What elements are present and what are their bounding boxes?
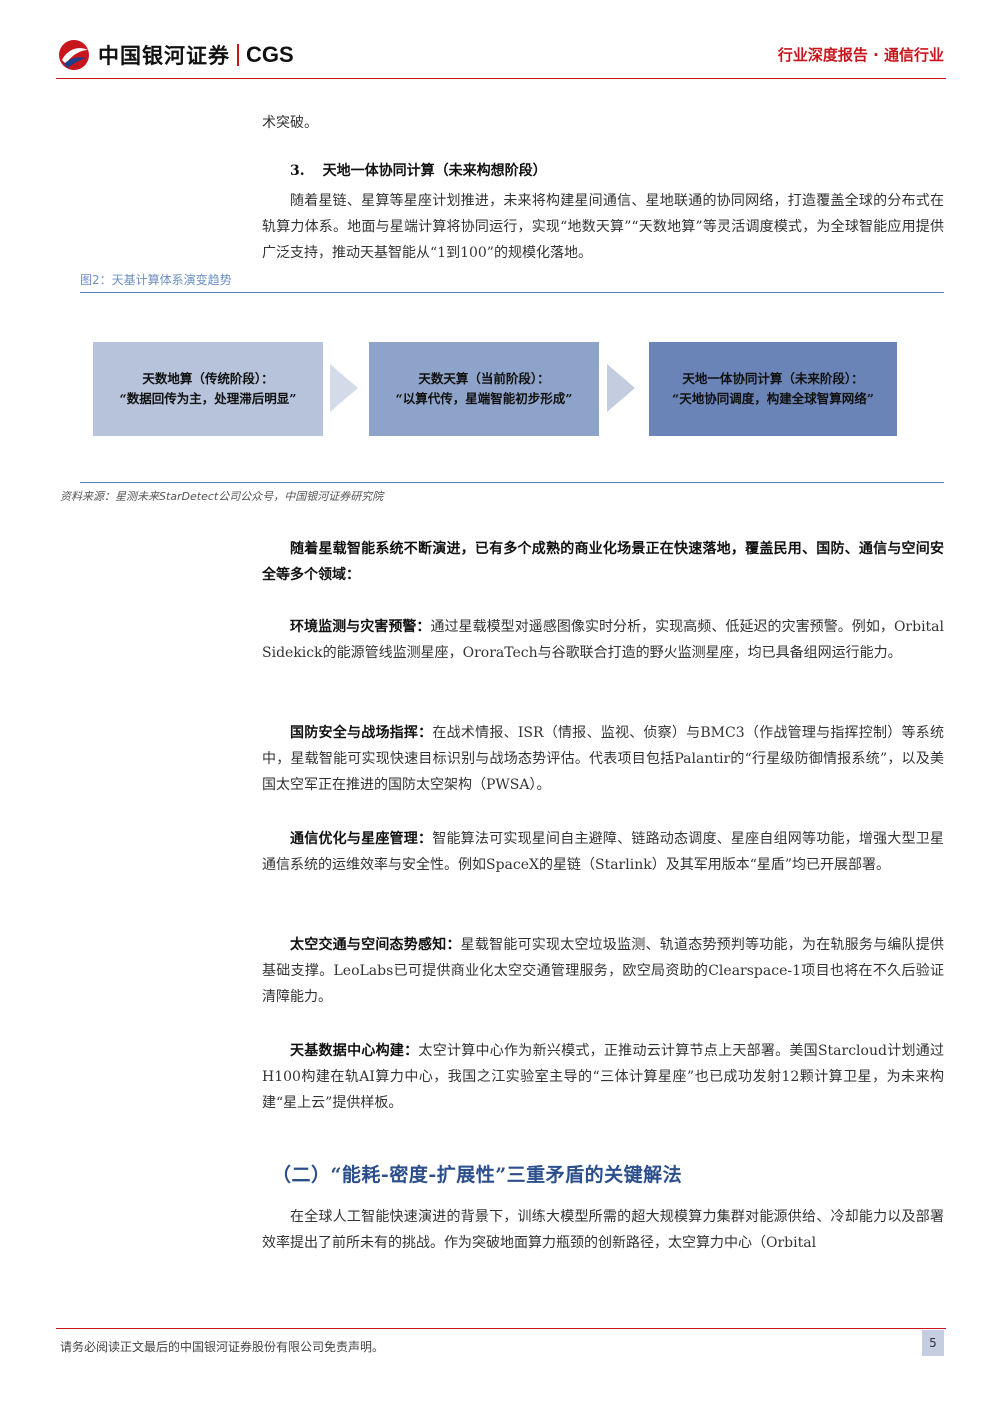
- stage-2-label: 天数天算（当前阶段）：: [418, 371, 550, 386]
- figure-top-rule: [80, 292, 944, 293]
- stage-2-desc: “以算代传，星端智能初步形成”: [395, 391, 573, 406]
- footer-disclaimer: 请务必阅读正文最后的中国银河证券股份有限公司免责声明。: [60, 1340, 385, 1354]
- brand-logo: 中国银河证券 CGS: [56, 38, 294, 72]
- item-text: 智能算法可实现星间自主避障、链路动态调度、星座自组网等功能，增强大型卫星通信系统…: [262, 831, 945, 873]
- item-text: 星载智能可实现太空垃圾监测、轨道态势预判等功能，为在轨服务与编队提供基础支撑。L…: [262, 937, 945, 1005]
- header-divider: [56, 78, 946, 79]
- stage-1-label: 天数地算（传统阶段）：: [142, 371, 274, 386]
- body-intro: 随着星载智能系统不断演进，已有多个成熟的商业化场景正在快速落地，覆盖民用、国防、…: [262, 541, 944, 583]
- page-number: 5: [922, 1330, 944, 1356]
- section-3-paragraph: 随着星链、星算等星座计划推进，未来将构建星间通信、星地联通的协同网络，打造覆盖全…: [262, 193, 944, 261]
- item-text: 太空计算中心作为新兴模式，正推动云计算节点上天部署。美国Starcloud计划通…: [262, 1043, 944, 1111]
- paragraph-continuation: 术突破。: [262, 115, 318, 131]
- body-item-environment: 环境监测与灾害预警：通过星载模型对遥感图像实时分析，实现高频、低延迟的灾害预警。…: [262, 614, 944, 666]
- body-item-space-traffic: 太空交通与空间态势感知：星载智能可实现太空垃圾监测、轨道态势预判等功能，为在轨服…: [262, 932, 944, 1010]
- section-3-title: 天地一体协同计算（未来构想阶段）: [322, 163, 547, 179]
- brand-name-en: CGS: [246, 42, 294, 67]
- body-item-data-center: 天基数据中心构建：太空计算中心作为新兴模式，正推动云计算节点上天部署。美国Sta…: [262, 1038, 944, 1116]
- figure-title: 图2：天基计算体系演变趋势: [80, 273, 232, 287]
- arrow-right-icon: [330, 364, 358, 412]
- brand-name-cn: 中国银河证券: [98, 44, 230, 68]
- body-item-communication: 通信优化与星座管理：智能算法可实现星间自主避障、链路动态调度、星座自组网等功能，…: [262, 826, 944, 878]
- body-item-defense: 国防安全与战场指挥：在战术情报、ISR（情报、监视、侦察）与BMC3（作战管理与…: [262, 720, 944, 798]
- report-type: 行业深度报告 · 通信行业: [777, 46, 944, 64]
- item-text: 通过星载模型对遥感图像实时分析，实现高频、低延迟的灾害预警。例如，Orbital…: [262, 619, 944, 661]
- item-text: 在战术情报、ISR（情报、监视、侦察）与BMC3（作战管理与指挥控制）等系统中，…: [262, 725, 944, 793]
- item-title: 通信优化与星座管理：: [290, 831, 433, 847]
- brand-separator: [237, 44, 239, 66]
- stage-1-desc: “数据回传为主，处理滞后明显”: [119, 391, 297, 406]
- figure-source: 资料来源：星测未来StarDetect公司公众号，中国银河证券研究院: [60, 490, 384, 503]
- subsection-paragraph: 在全球人工智能快速演进的背景下，训练大模型所需的超大规模算力集群对能源供给、冷却…: [262, 1209, 944, 1251]
- stage-box-traditional: 天数地算（传统阶段）： “数据回传为主，处理滞后明显”: [93, 342, 323, 436]
- item-title: 天基数据中心构建：: [290, 1043, 419, 1059]
- section-3-heading: 3. 天地一体协同计算（未来构想阶段）: [290, 160, 547, 180]
- stage-3-desc: “天地协同调度，构建全球智算网络”: [672, 391, 874, 406]
- footer-divider: [56, 1328, 946, 1329]
- galaxy-logo-icon: [59, 40, 89, 70]
- page-header: 中国银河证券 CGS 行业深度报告 · 通信行业: [0, 0, 992, 79]
- item-title: 太空交通与空间态势感知：: [290, 937, 461, 953]
- figure-bottom-rule: [80, 482, 944, 483]
- item-title: 环境监测与灾害预警：: [290, 619, 431, 635]
- subsection-heading: （二）“能耗-密度-扩展性”三重矛盾的关键解法: [272, 1164, 683, 1186]
- stage-box-current: 天数天算（当前阶段）： “以算代传，星端智能初步形成”: [369, 342, 599, 436]
- arrow-right-icon: [607, 364, 635, 412]
- item-title: 国防安全与战场指挥：: [290, 725, 433, 741]
- stage-3-label: 天地一体协同计算（未来阶段）：: [682, 371, 864, 386]
- section-3-number: 3.: [290, 163, 305, 179]
- stage-box-future: 天地一体协同计算（未来阶段）： “天地协同调度，构建全球智算网络”: [649, 342, 897, 436]
